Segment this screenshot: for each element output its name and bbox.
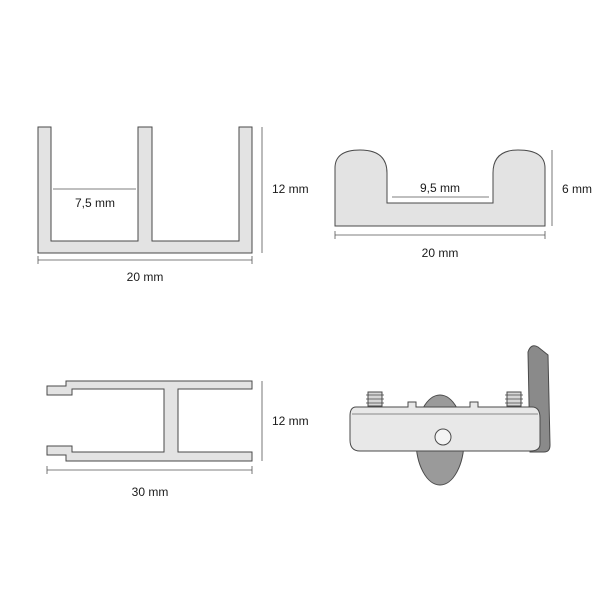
guide-width-label: 20 mm — [422, 246, 459, 260]
h-profile-shape — [46, 380, 253, 462]
h-height-label: 12 mm — [272, 414, 309, 428]
right-adjust-screw — [505, 391, 523, 407]
roller-axle-hole — [434, 428, 452, 446]
double-u-height-label: 12 mm — [272, 182, 309, 196]
double-u-width-label: 20 mm — [127, 270, 164, 284]
left-adjust-screw — [366, 391, 384, 407]
h-width-label: 30 mm — [132, 485, 169, 499]
rounded-guide-shape — [334, 149, 546, 227]
h-profile: 12 mm 30 mm — [46, 380, 309, 499]
double-u-channel-profile: 7,5 mm 12 mm 20 mm — [37, 126, 309, 284]
double-u-channel-shape — [37, 126, 253, 254]
rounded-guide-profile: 9,5 mm 6 mm 20 mm — [334, 149, 592, 260]
double-u-inner-width-label: 7,5 mm — [75, 196, 115, 210]
roller-hanger — [349, 345, 551, 486]
guide-inner-width-label: 9,5 mm — [420, 181, 460, 195]
guide-height-label: 6 mm — [562, 182, 592, 196]
